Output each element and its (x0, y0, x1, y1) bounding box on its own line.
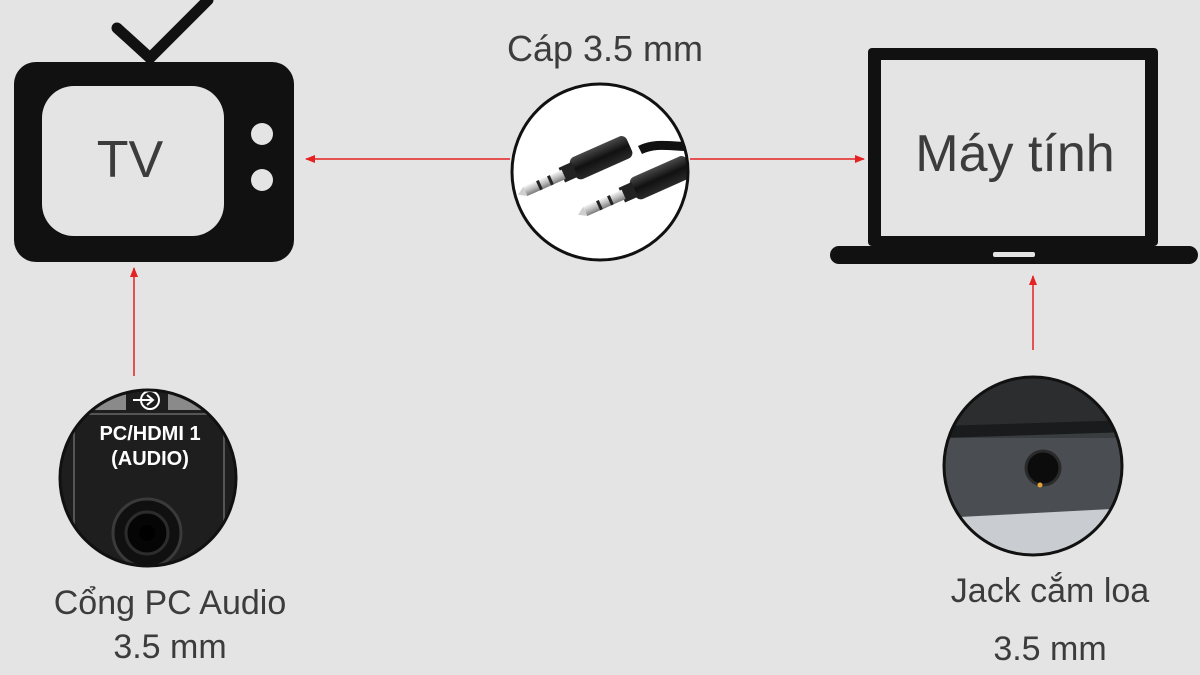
tv-label: TV (96, 131, 164, 189)
tv-port-label-line1: Cổng PC Audio (53, 584, 287, 622)
tv-icon (14, 0, 294, 262)
arrows (130, 155, 1037, 376)
port-panel-text-line1: PC/HDMI 1 (99, 423, 200, 445)
computer-jack-label-line2: 3.5 mm (993, 630, 1107, 668)
port-panel-text-line2: (AUDIO) (111, 448, 189, 470)
computer-jack-label-line1: Jack cắm loa (950, 572, 1150, 610)
tv-port-label-line2: 3.5 mm (113, 628, 227, 666)
cable-photo (510, 82, 690, 262)
tv-audio-port-photo: PC/HDMI 1 (AUDIO) (58, 388, 238, 568)
cable-label: Cáp 3.5 mm (506, 28, 704, 69)
computer-label: Máy tính (915, 125, 1115, 183)
laptop-icon (830, 48, 1198, 264)
computer-jack-photo (942, 375, 1124, 557)
